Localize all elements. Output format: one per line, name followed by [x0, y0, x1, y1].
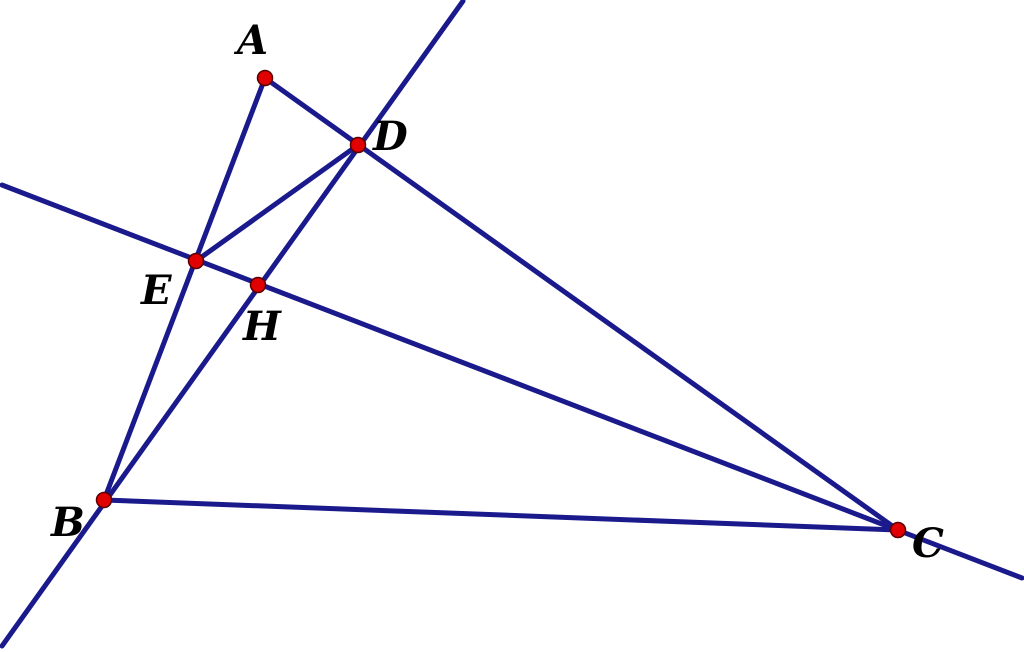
label-c: C	[912, 520, 944, 567]
segment-ac	[262, 75, 901, 533]
label-e: E	[140, 267, 172, 314]
line-bd-extended	[0, 0, 466, 649]
label-h: H	[242, 303, 282, 350]
points-layer	[95, 69, 907, 539]
point-b	[95, 491, 113, 509]
label-d: D	[372, 113, 408, 160]
segment-bc	[101, 497, 901, 533]
point-c	[889, 521, 907, 539]
point-h	[249, 276, 267, 294]
point-e	[187, 252, 205, 270]
labels-layer: A B C D E H	[50, 17, 944, 567]
label-a: A	[233, 17, 268, 64]
segment-ed	[193, 142, 361, 264]
label-b: B	[50, 499, 85, 546]
segment-ab	[101, 75, 268, 503]
line-ce-extended	[0, 182, 1024, 581]
point-a	[256, 69, 274, 87]
point-d	[349, 136, 367, 154]
